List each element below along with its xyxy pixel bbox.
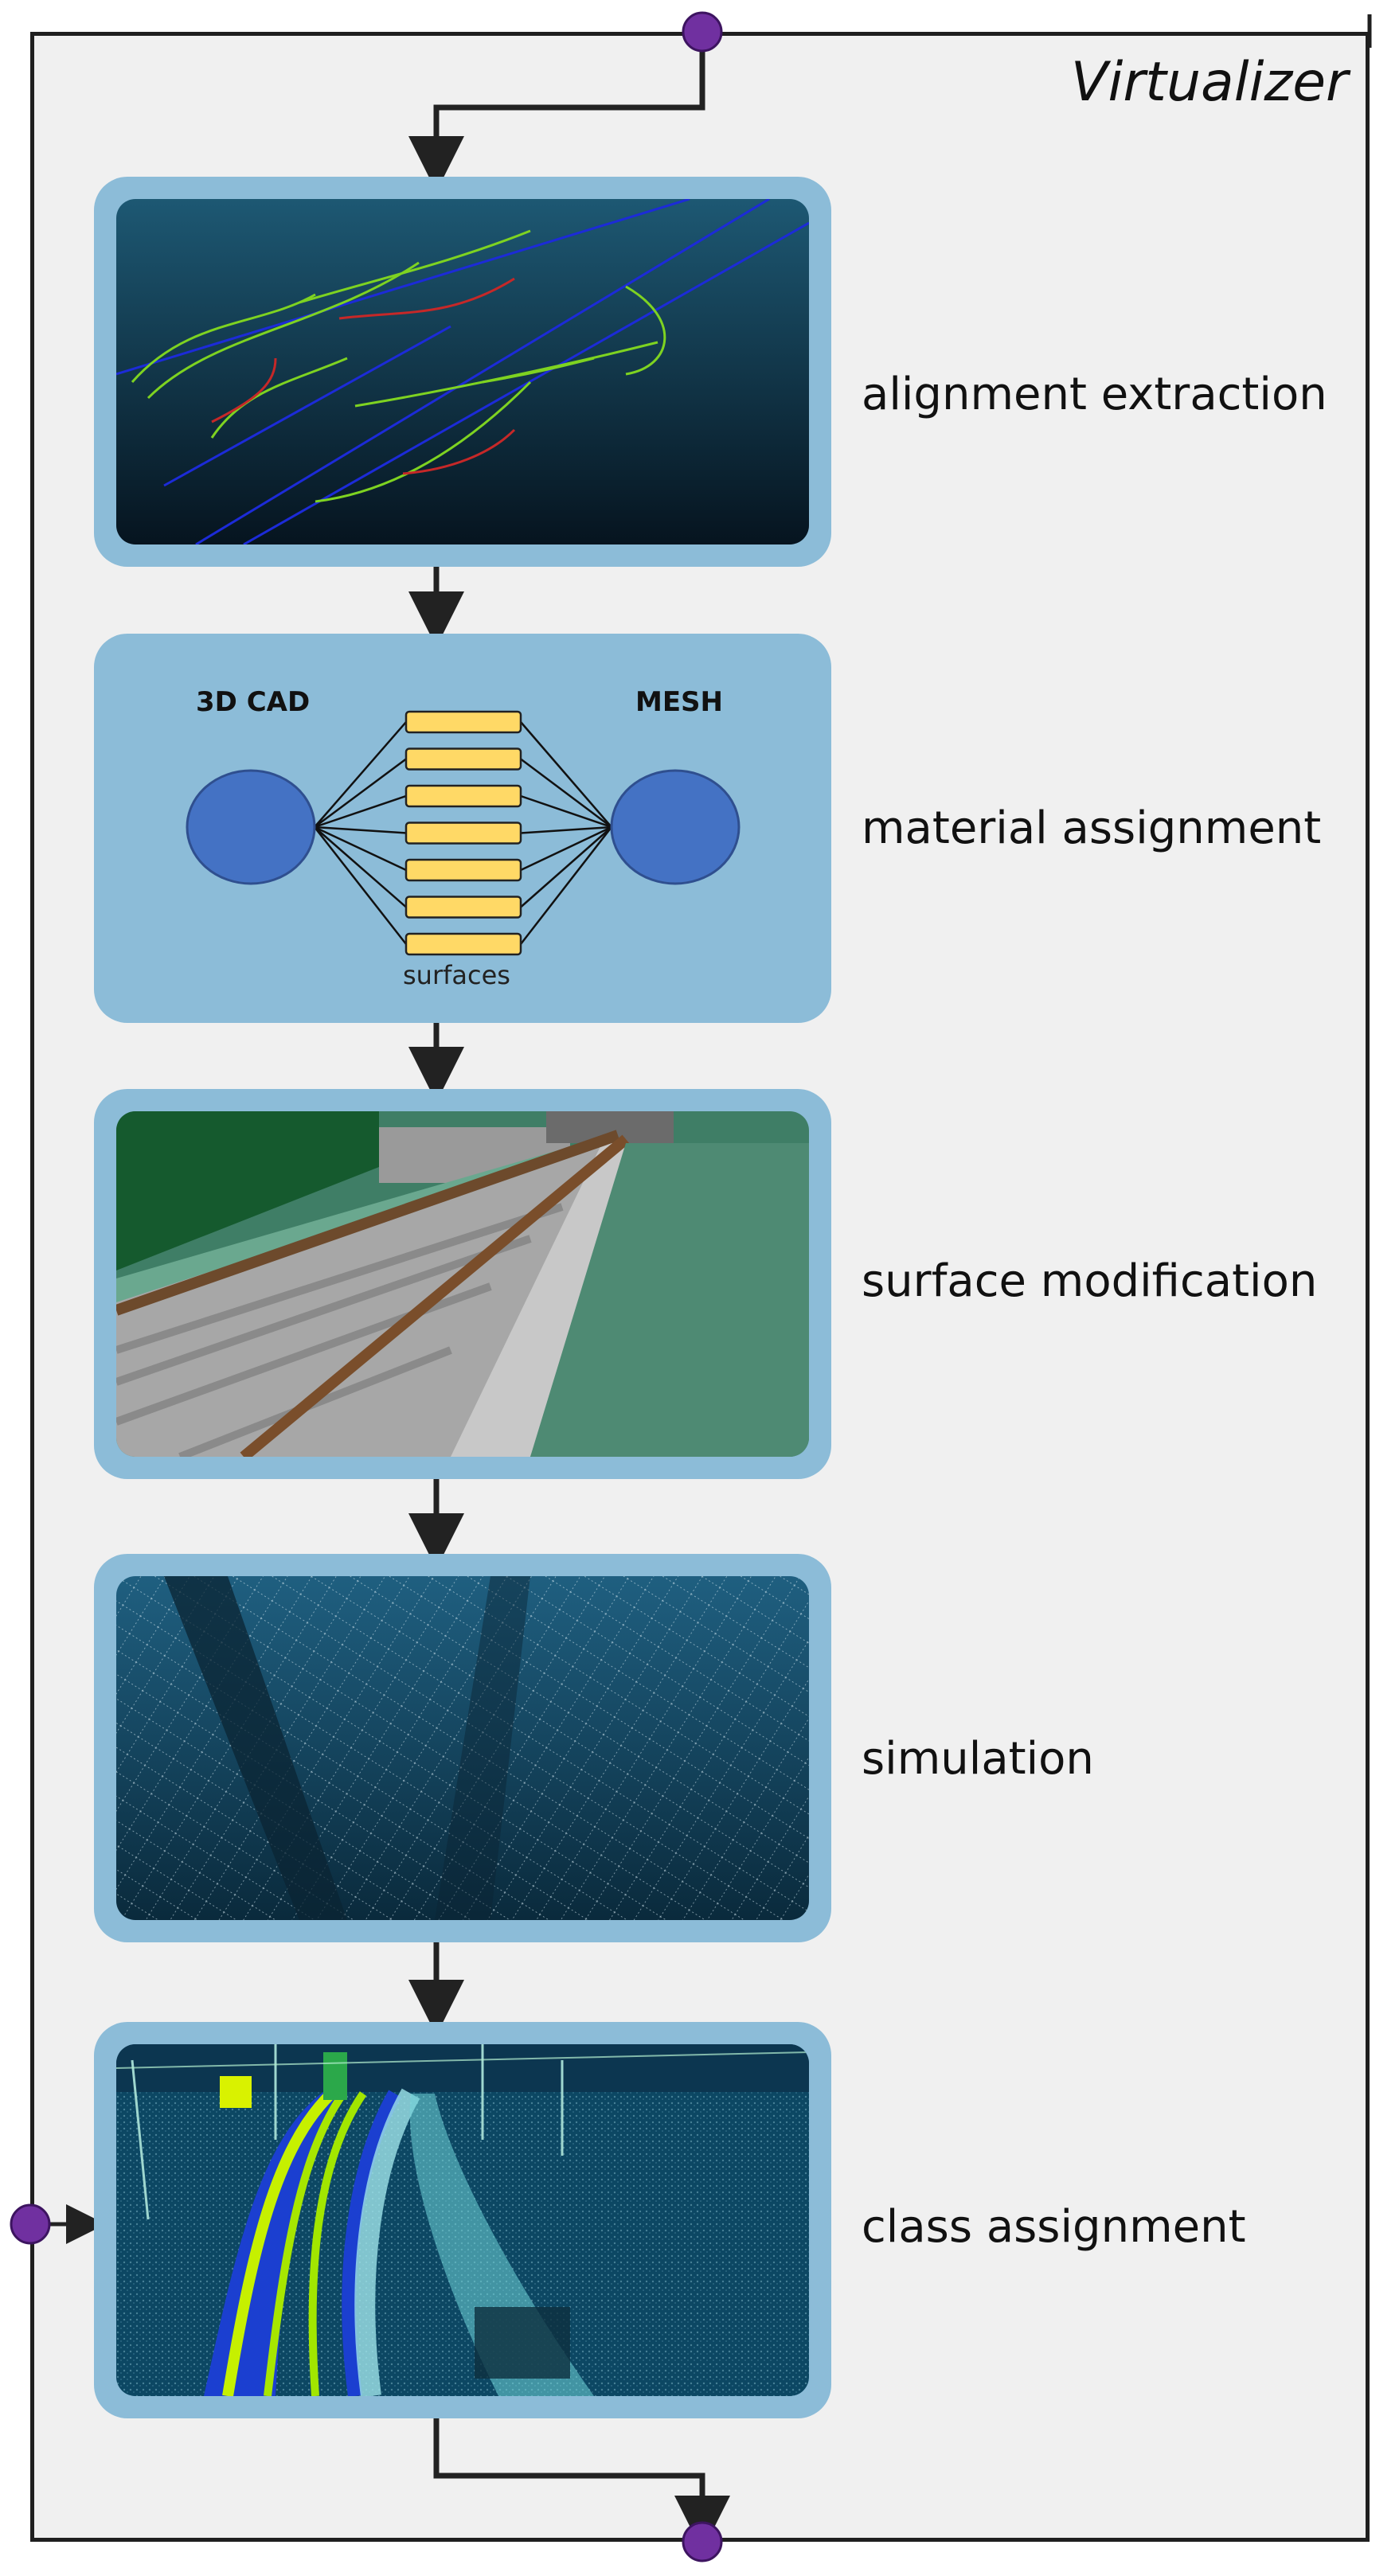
mesh-node bbox=[610, 769, 741, 885]
surface-link-right bbox=[520, 826, 612, 908]
top-connector-node[interactable] bbox=[682, 11, 723, 53]
surface-link-left bbox=[314, 758, 407, 829]
input-arrow bbox=[408, 32, 705, 192]
surface-link-right bbox=[520, 758, 612, 828]
surface-link-left bbox=[314, 794, 407, 829]
step-label-class: class assignment bbox=[862, 2201, 1246, 2253]
surface-bar bbox=[404, 710, 522, 734]
alignment-card bbox=[94, 177, 831, 567]
bottom-connector-node[interactable] bbox=[682, 2521, 723, 2562]
surface-bar bbox=[404, 858, 522, 882]
surface-link-left bbox=[314, 826, 407, 945]
class-image bbox=[116, 2044, 809, 2396]
cad-label: 3D CAD bbox=[196, 686, 311, 718]
surface-card bbox=[94, 1089, 831, 1479]
material-graph bbox=[186, 710, 741, 956]
step-label-material: material assignment bbox=[862, 802, 1322, 854]
surface-link-left bbox=[314, 825, 407, 834]
surface-link-left bbox=[314, 825, 407, 872]
simulation-image bbox=[116, 1576, 809, 1920]
step-label-simulation: simulation bbox=[862, 1733, 1094, 1785]
surface-link-right bbox=[520, 794, 612, 829]
simulation-card bbox=[94, 1554, 831, 1942]
surface-link-right bbox=[520, 825, 612, 872]
virtualizer-title: Virtualizer bbox=[1070, 51, 1348, 114]
cad-node bbox=[186, 769, 316, 885]
surface-bar bbox=[404, 822, 522, 845]
surface-link-right bbox=[520, 826, 612, 945]
left-connector-node[interactable] bbox=[10, 2203, 51, 2245]
mesh-label: MESH bbox=[635, 686, 724, 718]
surface-link-right bbox=[520, 721, 612, 828]
step-label-surface: surface modification bbox=[862, 1255, 1318, 1307]
alignment-image bbox=[116, 199, 809, 544]
material-card: 3D CAD MESH surfaces bbox=[94, 634, 831, 1023]
surface-bar bbox=[404, 747, 522, 771]
output-arrow bbox=[433, 2418, 730, 2551]
surfaces-label: surfaces bbox=[403, 960, 510, 990]
class-card bbox=[94, 2022, 831, 2418]
step-label-alignment: alignment extraction bbox=[862, 369, 1327, 420]
surface-link-left bbox=[314, 721, 407, 828]
surface-bar bbox=[404, 784, 522, 808]
surface-bar bbox=[404, 932, 522, 956]
surface-link-left bbox=[314, 826, 407, 908]
surface-link-right bbox=[520, 825, 612, 834]
surface-image bbox=[116, 1111, 809, 1457]
surface-bar bbox=[404, 896, 522, 919]
